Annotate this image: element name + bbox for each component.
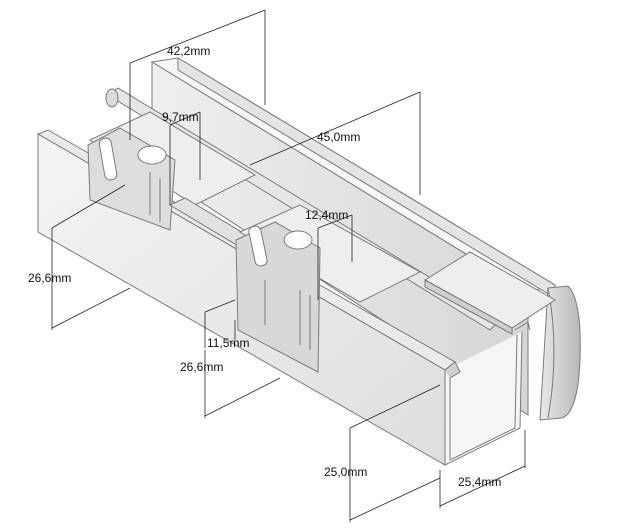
right-bracket xyxy=(235,204,422,373)
dim-label-25-0: 25,0mm xyxy=(324,465,367,479)
dim-label-11-5: 11,5mm xyxy=(207,336,249,350)
slider-plate xyxy=(424,251,556,335)
dim-label-42-2: 42,2mm xyxy=(167,44,210,58)
dim-label-45-0: 45,0mm xyxy=(317,130,360,144)
dim-label-9-7: 9,7mm xyxy=(162,110,199,124)
left-bracket xyxy=(87,111,282,263)
dimension-lines xyxy=(51,9,526,522)
dim-label-12-4: 12,4mm xyxy=(305,208,348,222)
dim-label-25-4: 25,4mm xyxy=(458,475,501,489)
dim-label-26-6-left: 26,6mm xyxy=(28,271,71,285)
dim-label-26-6-mid: 26,6mm xyxy=(180,360,223,374)
